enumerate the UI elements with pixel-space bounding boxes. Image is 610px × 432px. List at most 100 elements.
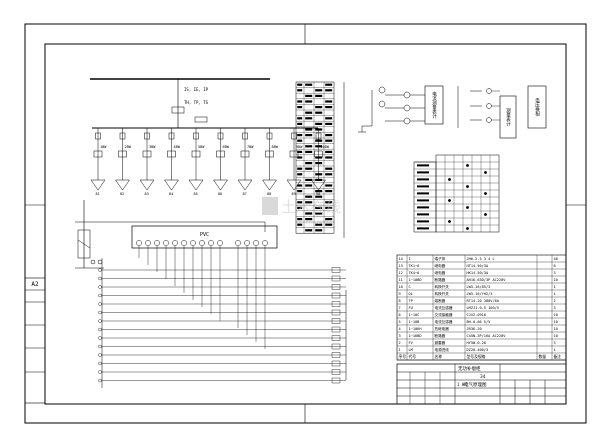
parts-cell: 14 bbox=[399, 257, 403, 261]
current-measure-label: 电流测量表计 bbox=[432, 90, 437, 120]
parts-cell: AH16-63D/3P AC220V bbox=[467, 278, 507, 282]
parts-cell: 11 bbox=[399, 278, 403, 282]
pvc-label: PVC bbox=[200, 232, 209, 238]
parts-cell: FV bbox=[409, 341, 414, 345]
parts-cell: 2 bbox=[399, 341, 401, 345]
pvc-terminal bbox=[136, 240, 142, 246]
title-block: 无功补偿柜 电气原理图 1 HK 34 bbox=[396, 363, 567, 405]
drawing-code: 1 HK bbox=[457, 382, 467, 387]
parts-cell: 交流接触器 bbox=[435, 312, 453, 317]
parts-cell: DZ20-400/3 bbox=[467, 348, 489, 352]
pvc-terminal bbox=[190, 240, 196, 246]
pvc-terminal bbox=[145, 240, 151, 246]
control-rung bbox=[98, 292, 346, 299]
parts-cell: 1~10B bbox=[409, 320, 420, 324]
parts-cell: 3 bbox=[399, 334, 401, 338]
bus-label-1: IS, IE, IP bbox=[184, 87, 209, 92]
left-instrument-chain bbox=[75, 200, 266, 269]
feeder-number: 87 bbox=[243, 192, 247, 196]
parts-cell: 12 bbox=[399, 271, 403, 275]
parts-cell: LMZJ1-0.5 100/5 bbox=[467, 306, 499, 310]
feeder-label: 8BW bbox=[272, 145, 279, 149]
sheet-size-label: A2 bbox=[31, 281, 39, 288]
control-rung bbox=[98, 309, 346, 316]
bus-label-2: TH, TP, TS bbox=[184, 100, 209, 105]
feeder-number: 89 bbox=[292, 192, 296, 196]
parts-cell: 10 bbox=[554, 278, 558, 282]
pvc-terminal bbox=[217, 240, 223, 246]
pvc-terminal bbox=[154, 240, 160, 246]
feeder-number: 84 bbox=[169, 192, 173, 196]
parts-cell: 1 bbox=[554, 348, 556, 352]
parts-cell: 断路器 bbox=[435, 277, 446, 282]
control-rung bbox=[98, 318, 346, 324]
feeder-label: 3BW bbox=[149, 145, 156, 149]
parts-cell: 继电器 bbox=[435, 263, 446, 268]
pvc-terminal bbox=[172, 240, 178, 246]
parts-cell: 10 bbox=[554, 313, 558, 317]
parts-cell: 3 bbox=[554, 306, 556, 310]
parts-cell: 1~10KH bbox=[409, 327, 422, 331]
parts-cell: 3 bbox=[554, 271, 556, 275]
parts-cell: TK4~6 bbox=[409, 271, 420, 275]
parts-cell: 电源进线 bbox=[435, 347, 450, 352]
parts-cell: 8 bbox=[399, 299, 401, 303]
current-measure-section: 电流测量表计 bbox=[358, 85, 444, 133]
feeder-label: 5BW bbox=[198, 145, 205, 149]
parts-cell: 5 bbox=[399, 320, 401, 324]
control-rung bbox=[98, 301, 346, 307]
parts-cell: 10 bbox=[554, 334, 558, 338]
parts-cell: 13 bbox=[399, 264, 403, 268]
parts-cell: 热继电器 bbox=[435, 326, 450, 331]
parts-header-cell: 数量 bbox=[539, 354, 547, 359]
pvc-terminal bbox=[181, 240, 187, 246]
control-rung bbox=[98, 326, 346, 333]
parts-cell: 10 bbox=[554, 320, 558, 324]
feeder-number: 81 bbox=[96, 192, 100, 196]
sheet-number: 34 bbox=[480, 374, 486, 380]
parts-header-cell: 名称 bbox=[435, 354, 443, 359]
parts-cell: JR36-20 bbox=[467, 327, 482, 331]
parts-cell: FU bbox=[409, 306, 413, 310]
parts-cell: JH6-2.5 3 4 L bbox=[467, 257, 495, 261]
control-rung bbox=[98, 360, 346, 367]
pvc-terminal bbox=[253, 240, 259, 246]
parts-cell: QL bbox=[409, 292, 413, 296]
outer-border bbox=[24, 23, 587, 424]
terminal-table bbox=[295, 81, 335, 234]
parts-header-cell: 代号 bbox=[409, 354, 417, 359]
feeder-4: 4BW 84 bbox=[164, 128, 181, 196]
parts-cell: I bbox=[409, 257, 411, 261]
title-main: 无功补偿柜 bbox=[458, 365, 481, 372]
title-sub: 电气原理图 bbox=[464, 381, 487, 388]
parts-cell: HK14-50/3A bbox=[467, 271, 489, 275]
feeder-label: 9BW bbox=[296, 145, 303, 149]
parts-cell: 避雷器 bbox=[435, 340, 446, 345]
feeder-group: 1BW812BW823BW834BW845BW856BW867BW878BW88… bbox=[90, 128, 330, 196]
control-rung bbox=[98, 343, 346, 350]
control-rung bbox=[98, 335, 346, 341]
watermark-url: COI88.COM bbox=[300, 220, 329, 226]
parts-cell: 电流互感器 bbox=[435, 305, 453, 310]
parts-cell: 2 bbox=[554, 299, 556, 303]
main-bus: IS, IE, IP TH, TP, TS bbox=[90, 78, 318, 129]
voltage-switch-label: 电压换相 bbox=[535, 97, 540, 118]
feeder-label: 4BW bbox=[174, 145, 181, 149]
pvc-controller: PVC bbox=[131, 225, 278, 349]
parts-cell: 电流互感器 bbox=[435, 319, 453, 324]
voltage-measure-section: 测量表计 电压换相 bbox=[457, 85, 547, 139]
control-rung bbox=[98, 377, 346, 384]
feeder-label: 2BW bbox=[125, 145, 132, 149]
parts-cell: 7 bbox=[399, 306, 401, 310]
parts-header-cell: 序号 bbox=[399, 354, 407, 359]
pvc-terminal bbox=[208, 240, 214, 246]
parts-cell: HY5W-0.28 bbox=[467, 341, 486, 345]
control-rung bbox=[98, 284, 346, 290]
parts-cell: 9 bbox=[399, 292, 401, 296]
